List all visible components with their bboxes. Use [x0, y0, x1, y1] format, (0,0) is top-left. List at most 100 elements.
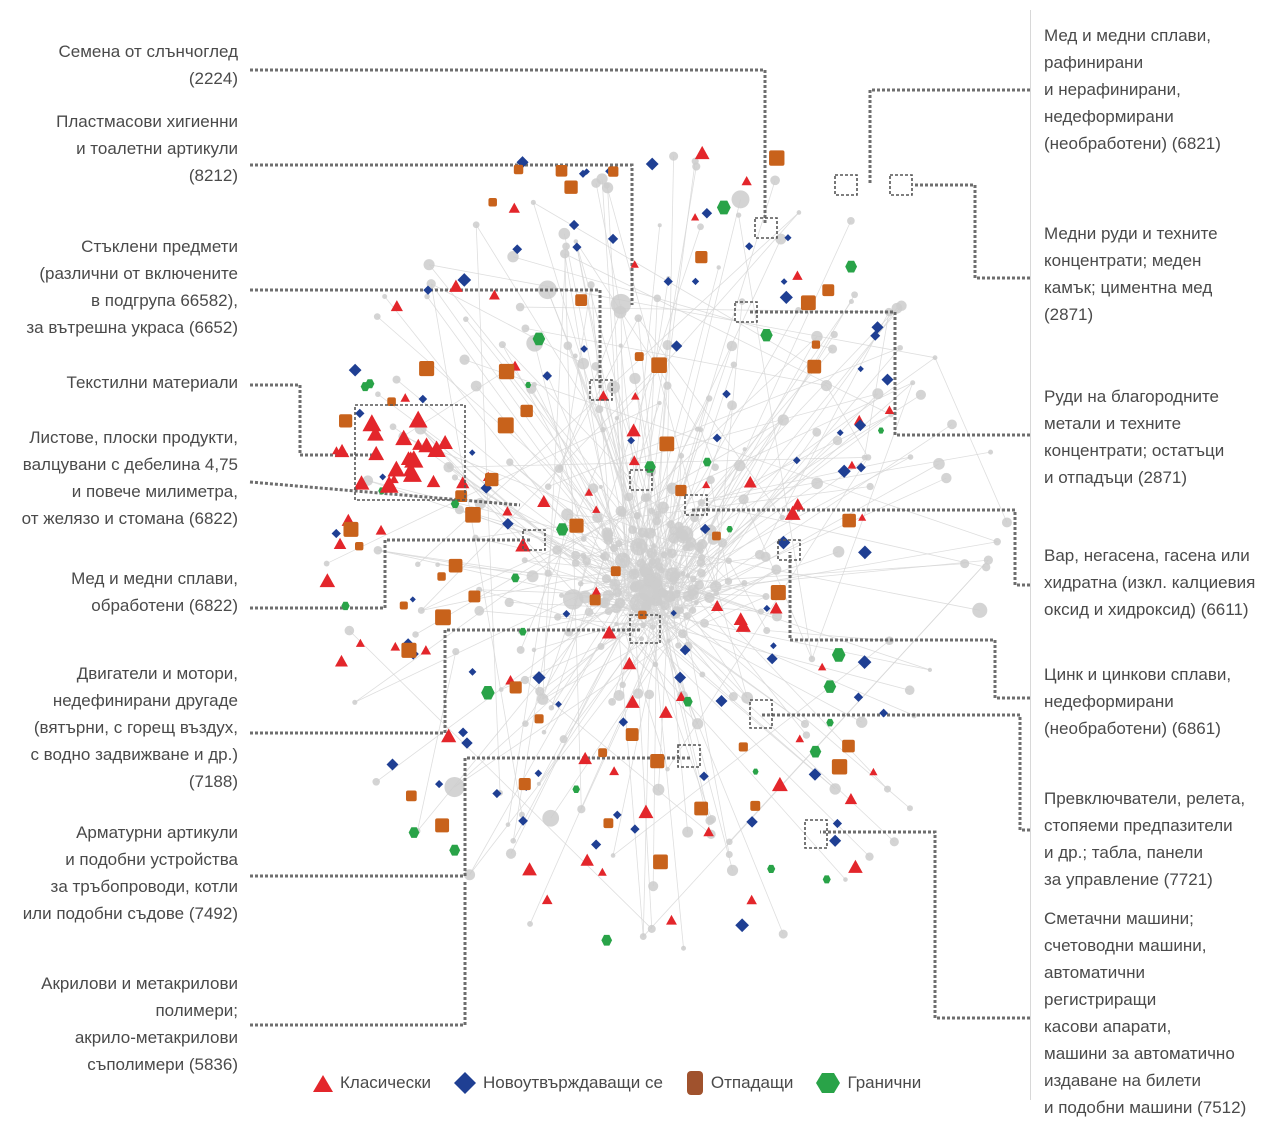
classic-marker — [630, 260, 639, 268]
emerging-marker — [645, 157, 659, 171]
network-edge — [454, 569, 777, 788]
emerging-marker — [679, 644, 691, 656]
marginal-marker — [518, 627, 527, 636]
connector-line — [250, 628, 640, 735]
emerging-marker — [674, 671, 687, 684]
network-edge — [550, 628, 679, 819]
lagging-marker — [455, 490, 467, 502]
network-node — [726, 838, 733, 846]
emerging-marker — [780, 278, 788, 285]
network-node — [982, 563, 991, 572]
lagging-marker — [485, 472, 499, 487]
network-node — [812, 427, 822, 437]
network-node — [652, 783, 665, 796]
highlight-box — [589, 379, 613, 401]
rounded-square-icon — [686, 1071, 703, 1095]
lagging-marker — [634, 352, 644, 362]
network-node — [507, 251, 519, 263]
network-node — [639, 933, 647, 940]
emerging-marker — [580, 345, 588, 353]
emerging-marker — [418, 394, 428, 404]
network-node — [541, 729, 547, 735]
network-edge — [529, 597, 675, 925]
network-node — [600, 426, 606, 433]
network-node — [742, 447, 747, 452]
network-edge — [651, 456, 911, 512]
network-node — [552, 545, 562, 555]
classic-marker — [367, 425, 384, 441]
network-node — [619, 681, 626, 689]
network-edge — [509, 461, 659, 589]
emerging-marker — [630, 824, 640, 834]
network-node — [889, 837, 899, 847]
classic-marker — [601, 625, 617, 639]
network-node — [597, 642, 605, 651]
network-node — [640, 622, 646, 629]
network-node — [725, 557, 732, 564]
legend-label-classic: Класически — [340, 1073, 432, 1092]
network-node — [730, 361, 738, 368]
network-edge — [639, 616, 713, 820]
emerging-marker — [612, 810, 622, 820]
marginal-marker — [809, 745, 822, 758]
network-node — [933, 458, 945, 470]
network-edge — [623, 348, 833, 594]
network-node — [688, 606, 697, 614]
classic-marker — [858, 513, 867, 521]
network-node — [910, 380, 916, 386]
network-node — [646, 547, 657, 559]
network-node — [323, 560, 330, 567]
network-edge — [704, 596, 767, 624]
highlight-box — [354, 404, 466, 501]
network-edge — [634, 625, 653, 929]
network-edge — [426, 296, 669, 628]
network-node — [735, 212, 742, 218]
marginal-marker — [831, 648, 846, 662]
marginal-marker — [450, 499, 460, 509]
network-node — [444, 776, 465, 798]
emerging-marker — [881, 373, 894, 386]
marginal-marker — [525, 381, 532, 388]
network-node — [884, 307, 894, 317]
classic-marker — [743, 475, 757, 488]
network-node — [678, 629, 688, 639]
emerging-marker — [837, 464, 851, 478]
classic-marker — [869, 767, 878, 776]
classic-marker — [456, 476, 470, 489]
classic-marker — [631, 392, 640, 400]
lagging-marker — [769, 150, 785, 166]
network-node — [624, 492, 634, 502]
network-node — [704, 592, 715, 604]
network-node — [779, 514, 786, 521]
network-node — [631, 569, 637, 575]
network-node — [778, 929, 788, 939]
legend-item-lagging: Отпадащи — [685, 1070, 793, 1096]
network-node — [648, 881, 659, 892]
classic-marker — [625, 694, 640, 708]
network-edge — [678, 572, 702, 590]
network-node — [562, 242, 570, 251]
emerging-marker — [776, 535, 791, 550]
network-node — [504, 597, 514, 608]
diamond-icon — [454, 1072, 477, 1094]
lagging-marker — [842, 739, 855, 753]
lagging-marker — [498, 363, 515, 380]
lagging-marker — [842, 513, 856, 528]
emerging-marker — [355, 408, 365, 419]
network-edge — [663, 294, 855, 620]
network-node — [559, 592, 565, 598]
connector-line — [868, 88, 1030, 185]
network-node — [472, 221, 480, 229]
network-node — [584, 607, 594, 617]
network-node — [658, 588, 668, 598]
network-node — [927, 667, 933, 672]
network-node — [643, 532, 649, 538]
network-node — [344, 625, 355, 636]
network-edge — [475, 224, 604, 430]
network-edges — [326, 156, 1008, 949]
network-node — [544, 483, 552, 490]
lagging-marker — [822, 284, 835, 297]
network-node — [352, 699, 358, 705]
lagging-marker — [589, 594, 601, 606]
classic-marker — [522, 862, 537, 876]
